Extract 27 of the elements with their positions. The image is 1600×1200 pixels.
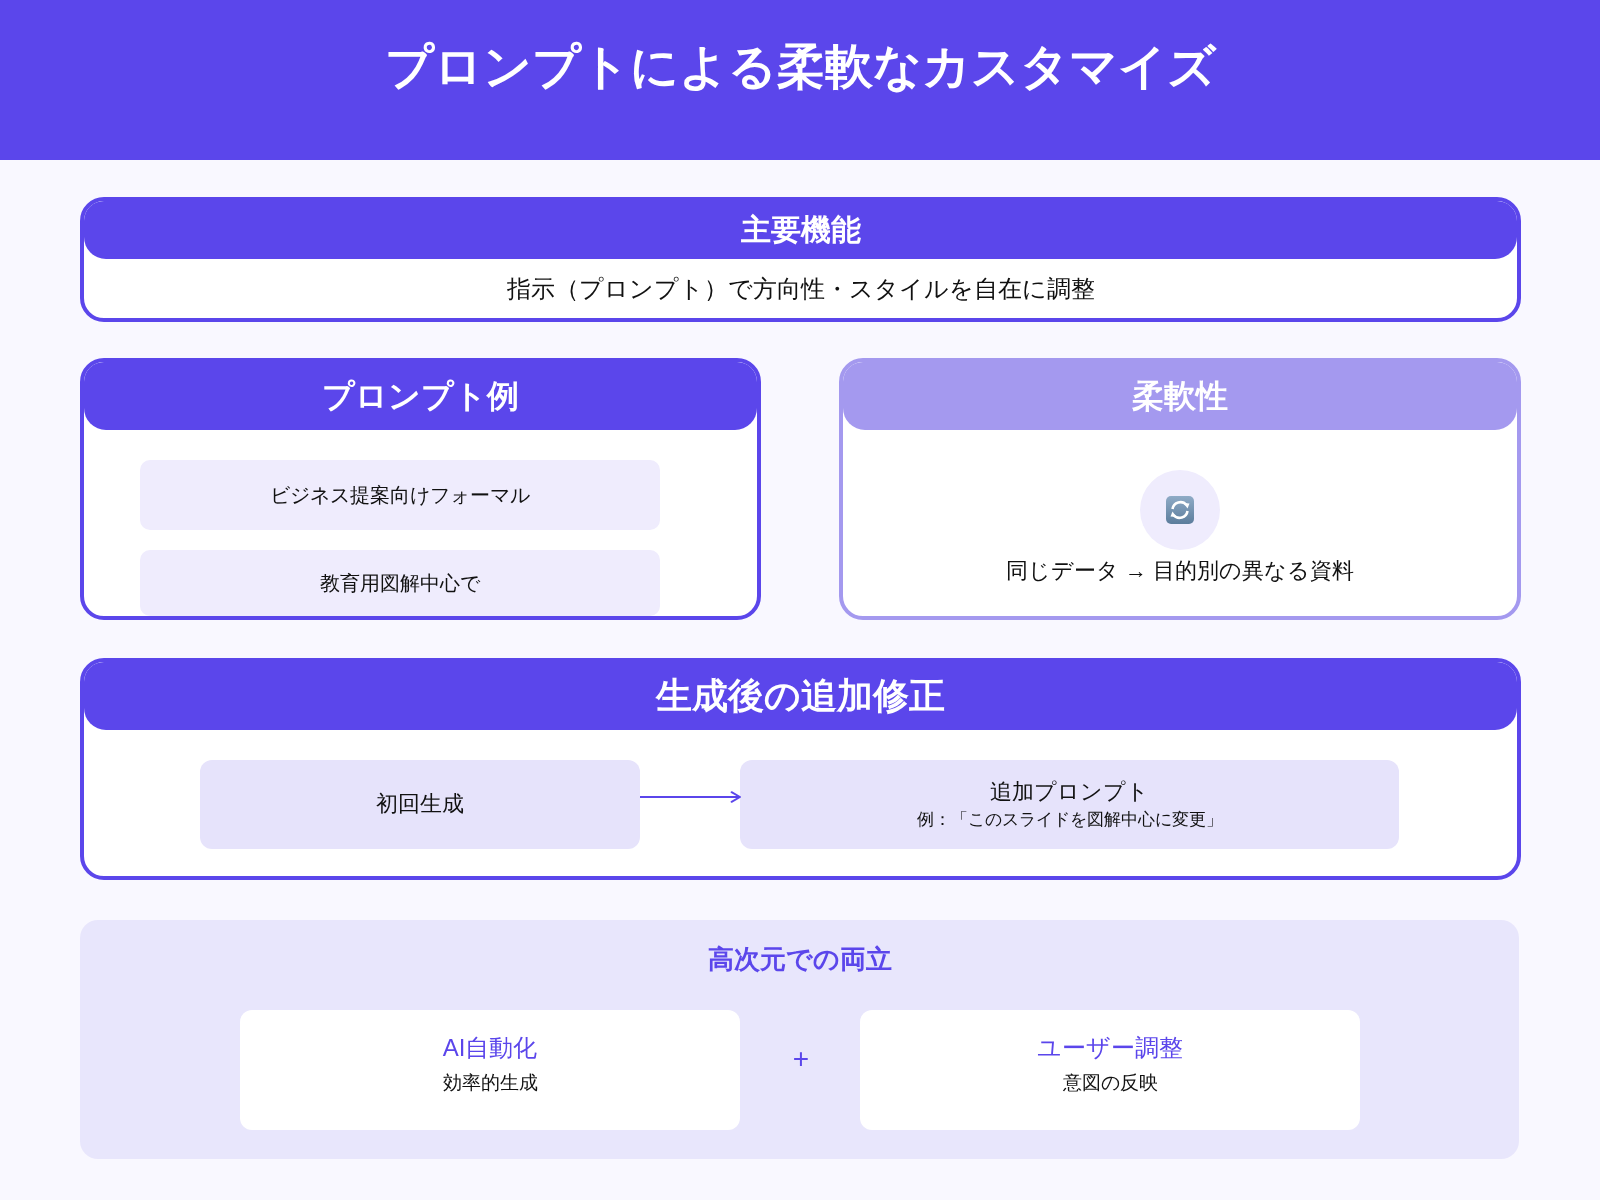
box-text: 効率的生成 xyxy=(442,1071,538,1096)
box-title: ユーザー調整 xyxy=(1037,1033,1183,1064)
box-title: 追加プロンプト xyxy=(990,777,1149,806)
example-card xyxy=(80,358,761,620)
box-text: 例：「このスライドを図解中心に変更」 xyxy=(916,809,1223,832)
box-title: AI自動化 xyxy=(442,1033,538,1064)
panel-heading: 高次元での両立 xyxy=(707,944,892,975)
plus-sign: + xyxy=(792,1042,810,1074)
step-box: 初回生成 xyxy=(200,760,640,849)
summary-tile xyxy=(860,1010,1360,1130)
flexibility-card xyxy=(839,358,1521,620)
box-text: 意図の反映 xyxy=(1062,1071,1158,1096)
card-heading: 主要機能 xyxy=(84,201,1517,259)
card-heading: 生成後の追加修正 xyxy=(84,662,1517,730)
card-heading: プロンプト例 xyxy=(84,362,757,430)
summary-panel xyxy=(80,920,1519,1159)
step-box xyxy=(740,760,1399,849)
card-text: 同じデータ → 目的別の異なる資料 xyxy=(1005,557,1355,583)
example-box: 教育用図解中心で xyxy=(140,550,660,616)
revision-card xyxy=(80,658,1521,880)
page-title: プロンプトによる柔軟なカスタマイズ xyxy=(384,40,1216,93)
card-text: 指示（プロンプト）で方向性・スタイルを自在に調整 xyxy=(506,274,1095,302)
example-box: ビジネス提案向けフォーマル xyxy=(140,460,660,530)
summary-tile xyxy=(240,1010,740,1130)
feature-card xyxy=(80,197,1521,322)
card-heading: 柔軟性 xyxy=(843,362,1517,430)
arrow xyxy=(639,791,741,803)
